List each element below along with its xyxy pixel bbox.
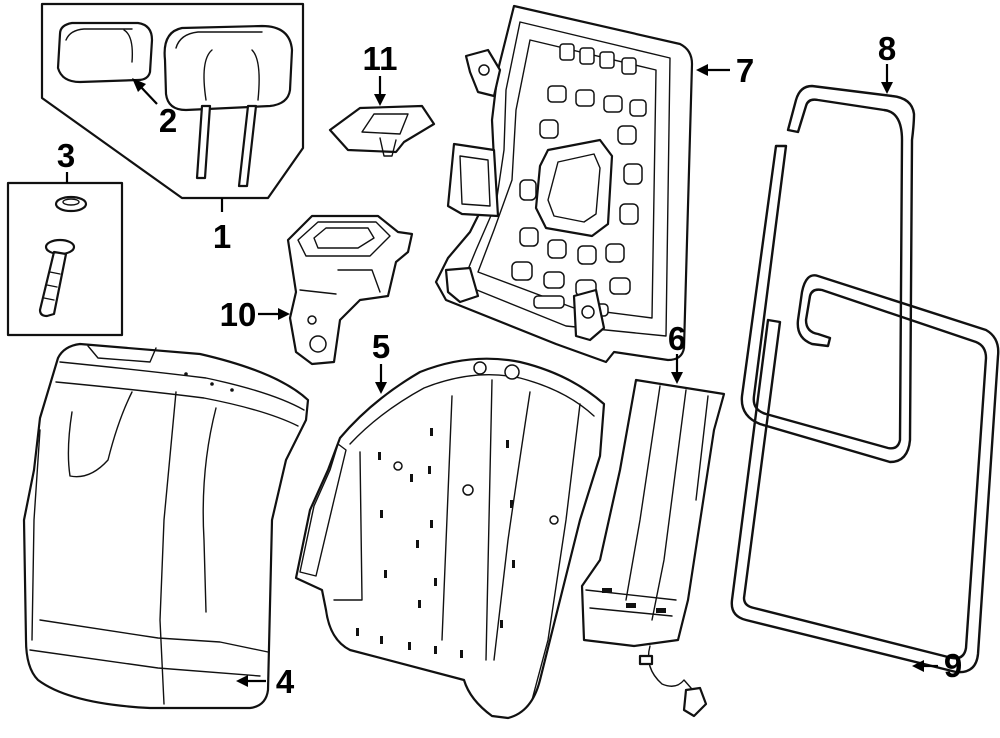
headrest-large <box>163 24 294 188</box>
latch-bezel <box>328 104 436 157</box>
callout-2: 2 <box>159 102 177 139</box>
callout-6: 6 <box>668 320 686 357</box>
callout-11: 11 <box>363 40 398 77</box>
latch-assembly <box>286 214 414 366</box>
callout-1: 1 <box>213 218 231 255</box>
seatback-frame <box>434 4 694 364</box>
trim-seal-lower <box>730 274 1000 674</box>
callout-9: 9 <box>944 647 962 684</box>
guide-cap <box>54 195 88 213</box>
seatback-cover <box>22 342 310 710</box>
callout-3: 3 <box>57 137 75 174</box>
heater-pad <box>580 378 726 718</box>
guide-pin <box>38 238 76 318</box>
headrest-small <box>56 21 154 84</box>
pad-slots <box>356 428 559 658</box>
headrest-guide-group <box>6 181 124 337</box>
callout-5: 5 <box>372 328 390 365</box>
headrest-group <box>40 2 305 200</box>
callout-labels: 1 2 3 4 5 6 7 8 9 10 11 <box>57 30 962 700</box>
callout-4: 4 <box>276 663 295 700</box>
callout-leaders <box>65 64 938 687</box>
callout-7: 7 <box>736 52 754 89</box>
seatback-pad <box>294 357 606 720</box>
trim-seal-upper <box>740 84 916 464</box>
callout-8: 8 <box>878 30 896 67</box>
callout-10: 10 <box>220 296 257 333</box>
